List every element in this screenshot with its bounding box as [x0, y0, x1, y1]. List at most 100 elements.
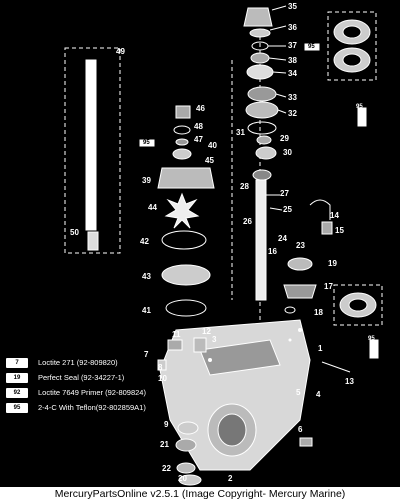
- callout-21: 21: [160, 440, 169, 449]
- part-11: [167, 339, 183, 351]
- seal-bottom-hole: [348, 298, 368, 312]
- callout-42: 42: [140, 237, 149, 246]
- callout-26: 26: [243, 217, 252, 226]
- part-17: [283, 284, 317, 299]
- callout-37: 37: [288, 41, 297, 50]
- legend-row: 95 2-4-C With Teflon(92-802859A1): [6, 400, 174, 415]
- callout-28: 28: [240, 182, 249, 191]
- callout-8: 8: [158, 363, 163, 372]
- callout-11: 11: [172, 330, 181, 339]
- cable-14: [309, 199, 331, 220]
- callout-45: 45: [205, 156, 214, 165]
- callout-10: 10: [158, 374, 167, 383]
- seal-34: [246, 64, 274, 80]
- part-28: [252, 169, 272, 181]
- part-20: [178, 474, 202, 486]
- callout-34: 34: [288, 69, 297, 78]
- callout-29: 29: [280, 134, 289, 143]
- callout-24: 24: [278, 234, 287, 243]
- legend-text: Loctite 271 (92-809820): [38, 358, 118, 367]
- bearing-38: [250, 52, 270, 64]
- callout-13: 13: [345, 377, 354, 386]
- part-18: [284, 306, 296, 314]
- callout-1: 1: [318, 344, 323, 353]
- part-9: [177, 421, 199, 435]
- tube-label-c: 95: [356, 104, 363, 110]
- callout-31: 31: [236, 128, 245, 137]
- part-30: [255, 146, 277, 160]
- callout-5: 5: [296, 388, 301, 397]
- tube-label-a: 95: [308, 44, 315, 50]
- callout-15: 15: [335, 226, 344, 235]
- pump-housing-39: [157, 167, 215, 189]
- callout-14: 14: [330, 211, 339, 220]
- seal-top-b-hole: [342, 53, 362, 67]
- callout-30: 30: [283, 148, 292, 157]
- ring-31: [247, 121, 277, 135]
- part-22: [176, 462, 196, 474]
- callout-32: 32: [288, 109, 297, 118]
- callout-9: 9: [164, 420, 169, 429]
- part-6: [299, 437, 313, 447]
- tube-label-d: 95: [368, 336, 375, 342]
- cap-35: [243, 7, 273, 27]
- seal-box-top: [327, 11, 377, 81]
- tube-d: [369, 339, 379, 359]
- part-46: [175, 105, 191, 119]
- callout-44: 44: [148, 203, 157, 212]
- legend-row: 92 Loctite 7649 Primer (92-809824): [6, 385, 174, 400]
- leader-33: [275, 93, 287, 98]
- shaft-27: [255, 179, 267, 301]
- callout-41: 41: [142, 306, 151, 315]
- legend-code: 95: [6, 402, 28, 413]
- part-29: [256, 135, 272, 145]
- callout-18: 18: [314, 308, 323, 317]
- legend-code: 19: [6, 372, 28, 383]
- tube-label-b: 95: [143, 140, 150, 146]
- legend-text: Loctite 7649 Primer (92-809824): [38, 388, 146, 397]
- callout-39: 39: [142, 176, 151, 185]
- sealant-legend: 7 Loctite 271 (92-809820) 19 Perfect Sea…: [6, 355, 174, 415]
- shaft-49-frame: [64, 47, 121, 254]
- callout-43: 43: [142, 272, 151, 281]
- callout-35: 35: [288, 2, 297, 11]
- callout-38: 38: [288, 56, 297, 65]
- callout-20: 20: [178, 474, 187, 483]
- seal-top-a-hole: [342, 25, 362, 39]
- callout-22: 22: [162, 464, 171, 473]
- gasket-42: [161, 230, 207, 250]
- callout-27: 27: [280, 189, 289, 198]
- callout-2: 2: [228, 474, 233, 483]
- callout-50: 50: [70, 228, 79, 237]
- callout-49: 49: [116, 47, 125, 56]
- washer-36: [249, 28, 271, 38]
- callout-47: 47: [194, 135, 203, 144]
- part-19: [287, 257, 313, 271]
- callout-4: 4: [316, 390, 321, 399]
- callout-36: 36: [288, 23, 297, 32]
- housing-detail: [199, 339, 281, 376]
- tube-a: [304, 43, 320, 51]
- part-40: [172, 148, 192, 160]
- leader-34: [272, 71, 287, 74]
- shaft-bushing-50: [87, 231, 99, 251]
- ring-33: [247, 86, 277, 102]
- driveshaft: [85, 59, 97, 231]
- bearing-32: [245, 101, 279, 119]
- leader-25: [269, 207, 283, 211]
- callout-46: 46: [196, 104, 205, 113]
- leader-38: [268, 57, 287, 61]
- leader-35: [271, 5, 287, 11]
- legend-code: 7: [6, 357, 28, 368]
- callout-3: 3: [212, 335, 217, 344]
- rod-13: [321, 361, 351, 373]
- callout-40: 40: [208, 141, 217, 150]
- gasket-41: [165, 299, 207, 317]
- tube-c: [357, 107, 367, 127]
- callout-17: 17: [324, 282, 333, 291]
- legend-row: 7 Loctite 271 (92-809820): [6, 355, 174, 370]
- callout-6: 6: [298, 425, 303, 434]
- part-47: [175, 138, 189, 146]
- leader-32: [277, 109, 287, 114]
- housing-bore-inner: [217, 413, 247, 447]
